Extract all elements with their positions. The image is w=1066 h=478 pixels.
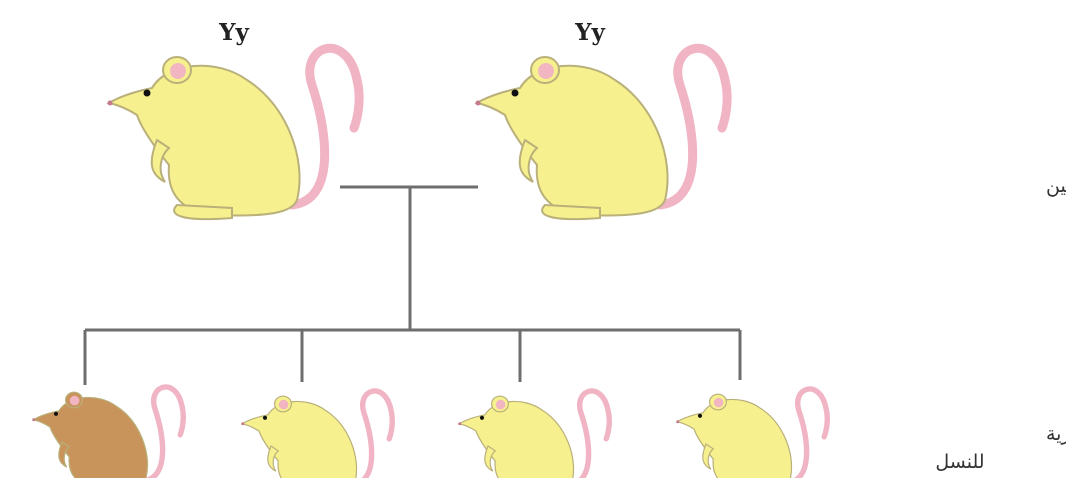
offspring-mouse-4	[676, 389, 827, 478]
right-parent-genotype: Yy	[574, 19, 605, 46]
offspring-row-label-line2: للنسل	[935, 451, 984, 473]
right-parent-mouse	[476, 48, 728, 219]
left-parent-mouse	[108, 48, 360, 219]
offspring-mouse-1	[32, 387, 183, 478]
left-parent-genotype: Yy	[218, 19, 249, 46]
offspring-mouse-2	[241, 391, 392, 478]
parents-row-label: الفردين الأبويين	[1046, 174, 1066, 197]
offspring-row-label-line1: الأنماط الظاهرية	[1046, 422, 1066, 445]
offspring-mouse-3	[458, 391, 609, 478]
